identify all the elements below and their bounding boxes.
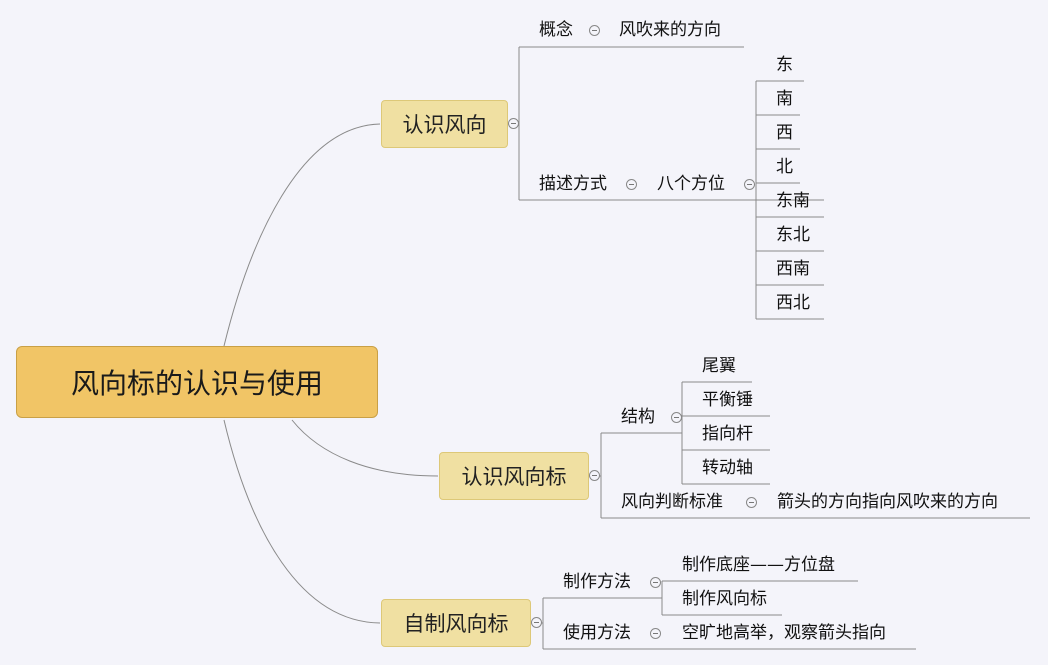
direction-northwest[interactable]: 西北 xyxy=(776,293,810,313)
describe-label[interactable]: 描述方式 xyxy=(539,174,607,194)
direction-northeast[interactable]: 东北 xyxy=(776,225,810,245)
direction-southeast[interactable]: 东南 xyxy=(776,191,810,211)
collapse-icon[interactable] xyxy=(531,617,542,628)
part-pointer-rod[interactable]: 指向杆 xyxy=(702,424,753,444)
collapse-icon[interactable] xyxy=(744,179,755,190)
concept-label[interactable]: 概念 xyxy=(539,20,573,40)
direction-south[interactable]: 南 xyxy=(776,89,793,109)
judge-value[interactable]: 箭头的方向指向风吹来的方向 xyxy=(777,492,998,512)
collapse-icon[interactable] xyxy=(589,25,600,36)
collapse-icon[interactable] xyxy=(650,628,661,639)
usage-value[interactable]: 空旷地高举，观察箭头指向 xyxy=(682,623,886,643)
usage-label[interactable]: 使用方法 xyxy=(563,623,631,643)
collapse-icon[interactable] xyxy=(508,118,519,129)
part-rotation-axis[interactable]: 转动轴 xyxy=(702,458,753,478)
part-counterweight[interactable]: 平衡锤 xyxy=(702,390,753,410)
main-topic-3[interactable]: 自制风向标 xyxy=(381,599,531,647)
main-topic-2[interactable]: 认识风向标 xyxy=(439,452,589,500)
eight-directions-label[interactable]: 八个方位 xyxy=(657,174,725,194)
collapse-icon[interactable] xyxy=(626,179,637,190)
method-step-vane[interactable]: 制作风向标 xyxy=(682,589,767,609)
direction-east[interactable]: 东 xyxy=(776,55,793,75)
judge-label[interactable]: 风向判断标准 xyxy=(621,492,723,512)
collapse-icon[interactable] xyxy=(671,412,682,423)
method-step-base[interactable]: 制作底座——方位盘 xyxy=(682,555,835,575)
method-label[interactable]: 制作方法 xyxy=(563,572,631,592)
collapse-icon[interactable] xyxy=(746,497,757,508)
collapse-icon[interactable] xyxy=(589,470,600,481)
direction-west[interactable]: 西 xyxy=(776,123,793,143)
direction-southwest[interactable]: 西南 xyxy=(776,259,810,279)
structure-label[interactable]: 结构 xyxy=(621,407,655,427)
collapse-icon[interactable] xyxy=(650,577,661,588)
root-topic[interactable]: 风向标的认识与使用 xyxy=(16,346,378,418)
concept-value[interactable]: 风吹来的方向 xyxy=(619,20,721,40)
main-topic-1[interactable]: 认识风向 xyxy=(381,100,508,148)
direction-north[interactable]: 北 xyxy=(776,157,793,177)
part-tail-fin[interactable]: 尾翼 xyxy=(702,356,736,376)
